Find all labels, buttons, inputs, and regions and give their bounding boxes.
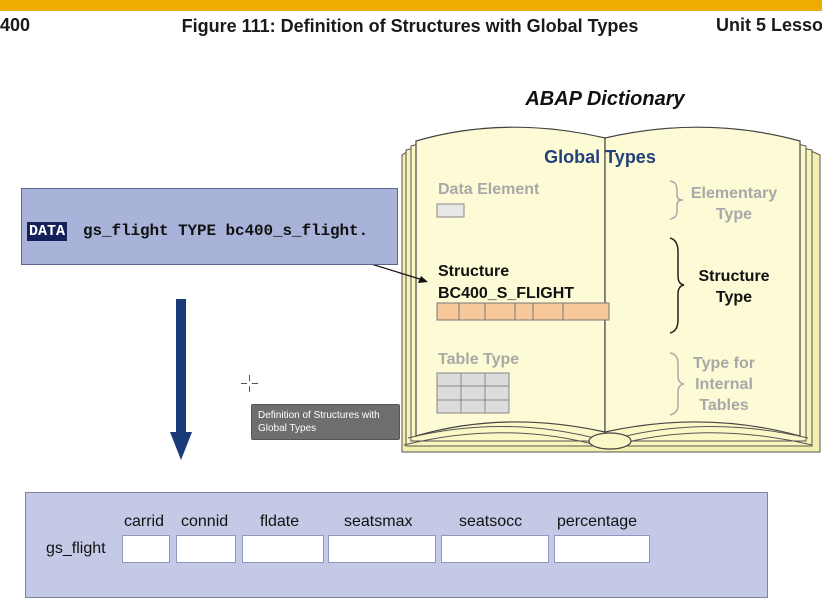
- structure-label: Structure: [438, 263, 510, 280]
- down-arrow: [170, 299, 192, 460]
- field-header-connid: connid: [181, 513, 229, 530]
- field-box-carrid: [122, 535, 170, 563]
- field-box-seatsocc: [441, 535, 549, 563]
- elementary-brace: [669, 180, 684, 220]
- global-types-title: Global Types: [544, 147, 656, 167]
- field-header-seatsmax: seatsmax: [344, 513, 413, 530]
- field-header-carrid: carrid: [124, 513, 165, 530]
- structure-fields-row: [436, 302, 610, 321]
- field-box-connid: [176, 535, 236, 563]
- tooltip: Definition of Structures with Global Typ…: [251, 404, 400, 440]
- code-statement: gs_flight TYPE bc400_s_flight.: [83, 222, 369, 240]
- field-box-percentage: [554, 535, 650, 563]
- elementary-type-label: Elementary Type: [690, 185, 778, 223]
- structure-variable-box: gs_flight carrid connid fldate seatsmax …: [25, 492, 768, 598]
- header-left-fragment: 400: [0, 15, 31, 35]
- type-for-internal-tables-label: Type for Internal Tables: [693, 355, 755, 414]
- table-type-grid: [436, 372, 510, 414]
- data-element-box: [436, 203, 465, 218]
- abap-dictionary-title: ABAP Dictionary: [525, 88, 685, 110]
- table-brace: [669, 352, 685, 416]
- field-header-fldate: fldate: [260, 513, 300, 530]
- figure-title: Figure 111: Definition of Structures wit…: [181, 16, 639, 36]
- table-type-label: Table Type: [438, 351, 520, 368]
- field-box-seatsmax: [328, 535, 436, 563]
- top-accent-bar: [0, 0, 822, 11]
- field-header-percentage: percentage: [557, 513, 638, 530]
- field-box-fldate: [242, 535, 324, 563]
- data-element-label: Data Element: [438, 181, 540, 198]
- structure-name-label: BC400_S_FLIGHT: [438, 285, 575, 302]
- data-keyword: DATA: [27, 222, 68, 241]
- field-header-seatsocc: seatsocc: [459, 513, 523, 530]
- code-box: DATA gs_flight TYPE bc400_s_flight.: [21, 188, 398, 265]
- structure-brace: [669, 237, 685, 334]
- crosshair-cursor-icon: [241, 375, 258, 392]
- variable-label: gs_flight: [46, 540, 106, 557]
- structure-type-label: Structure Type: [698, 268, 770, 306]
- header-right-fragment: Unit 5 Lesso: [716, 15, 822, 35]
